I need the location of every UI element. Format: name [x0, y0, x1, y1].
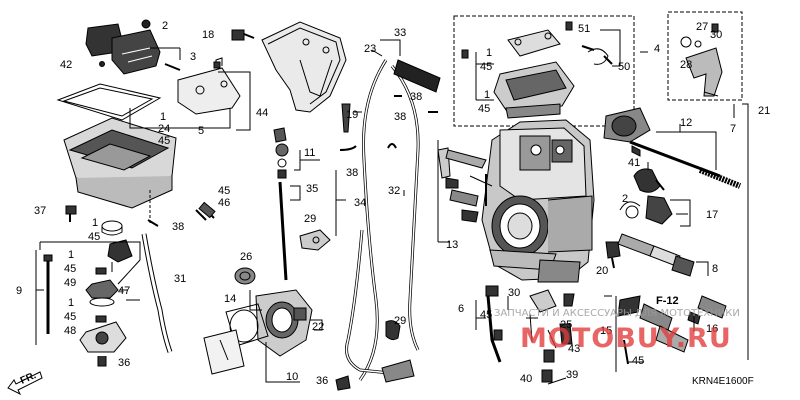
part-label-50: 50	[618, 61, 630, 73]
watermark-brand: MOTOBUY.RU	[520, 323, 732, 354]
part-label-1: 1	[68, 297, 74, 309]
figure-reference: F-12	[656, 295, 679, 307]
part-label-29: 29	[394, 315, 406, 327]
part-label-25: 25	[560, 319, 572, 331]
part-label-40: 40	[520, 373, 532, 385]
part-label-27: 27	[696, 21, 708, 33]
part-label-42: 42	[60, 59, 72, 71]
part-label-38: 38	[410, 91, 422, 103]
part-label-45: 45	[480, 309, 492, 321]
part-label-44: 44	[256, 107, 268, 119]
part-label-30: 30	[710, 29, 722, 41]
part-label-24: 24	[158, 123, 170, 135]
part-label-37: 37	[34, 205, 46, 217]
part-label-38: 38	[394, 111, 406, 123]
part-label-43: 43	[568, 343, 580, 355]
part-label-45: 45	[88, 231, 100, 243]
part-label-46: 46	[218, 197, 230, 209]
part-label-32: 32	[388, 185, 400, 197]
part-label-51: 51	[578, 23, 590, 35]
part-label-34: 34	[354, 197, 366, 209]
part-label-1: 1	[160, 111, 166, 123]
part-label-11: 11	[304, 147, 315, 159]
part-label-2: 2	[162, 20, 168, 32]
part-label-6: 6	[458, 303, 464, 315]
part-label-39: 39	[566, 369, 578, 381]
part-label-12: 12	[680, 117, 692, 129]
part-label-4: 4	[654, 43, 660, 55]
part-label-8: 8	[712, 263, 718, 275]
part-label-45: 45	[632, 355, 644, 367]
part-label-45: 45	[218, 185, 230, 197]
cover-18	[261, 21, 347, 113]
part-label-29: 29	[304, 213, 316, 225]
part-label-16: 16	[706, 323, 718, 335]
part-label-7: 7	[730, 123, 736, 135]
part-label-1: 1	[92, 217, 98, 229]
part-label-30: 30	[508, 287, 520, 299]
part-label-3: 3	[190, 51, 196, 63]
part-label-1: 1	[484, 89, 490, 101]
part-label-45: 45	[478, 103, 490, 115]
part-label-18: 18	[202, 29, 214, 41]
needle-35	[278, 181, 288, 281]
direction-label: FR.	[19, 370, 38, 387]
part-label-1: 1	[486, 47, 492, 59]
part-label-35: 35	[306, 183, 318, 195]
part-label-48: 48	[64, 325, 76, 337]
part-label-47: 47	[118, 285, 130, 297]
part-label-26: 26	[240, 251, 252, 263]
part-label-31: 31	[174, 273, 186, 285]
part-label-2: 2	[622, 193, 628, 205]
part-label-45: 45	[64, 263, 76, 275]
part-label-38: 38	[172, 221, 184, 233]
watermark-tagline: ЗАПЧАСТИ И АКСЕССУАРЫ ДЛЯ МОТОТЕХНИКИ	[494, 308, 740, 319]
part-label-20: 20	[596, 265, 608, 277]
fr-arrow-icon	[7, 371, 43, 396]
part-label-49: 49	[64, 277, 76, 289]
part-label-45: 45	[64, 311, 76, 323]
cable-23	[358, 59, 388, 381]
part-label-15: 15	[600, 325, 612, 337]
part-label-38: 38	[346, 167, 358, 179]
part-label-10: 10	[286, 371, 298, 383]
bowl-gasket	[56, 83, 162, 121]
part-label-45: 45	[158, 135, 170, 147]
part-label-19: 19	[346, 109, 358, 121]
part-label-17: 17	[706, 209, 718, 221]
part-label-9: 9	[16, 285, 22, 297]
part-label-14: 14	[224, 293, 236, 305]
part-label-23: 23	[364, 43, 376, 55]
diagram-code: KRN4E1600F	[692, 376, 754, 387]
part-label-28: 28	[680, 59, 692, 71]
part-label-45: 45	[480, 61, 492, 73]
part-label-13: 13	[446, 239, 458, 251]
top-cover	[111, 29, 161, 75]
box-group-7	[667, 11, 743, 101]
part-label-22: 22	[312, 321, 324, 333]
part-label-21: 21	[758, 105, 770, 117]
part-label-41: 41	[628, 157, 640, 169]
part-label-1: 1	[68, 249, 74, 261]
part-label-5: 5	[198, 125, 204, 137]
part-label-33: 33	[394, 27, 406, 39]
plate-44	[177, 67, 241, 115]
part-label-36: 36	[316, 375, 328, 387]
part-label-36: 36	[118, 357, 130, 369]
